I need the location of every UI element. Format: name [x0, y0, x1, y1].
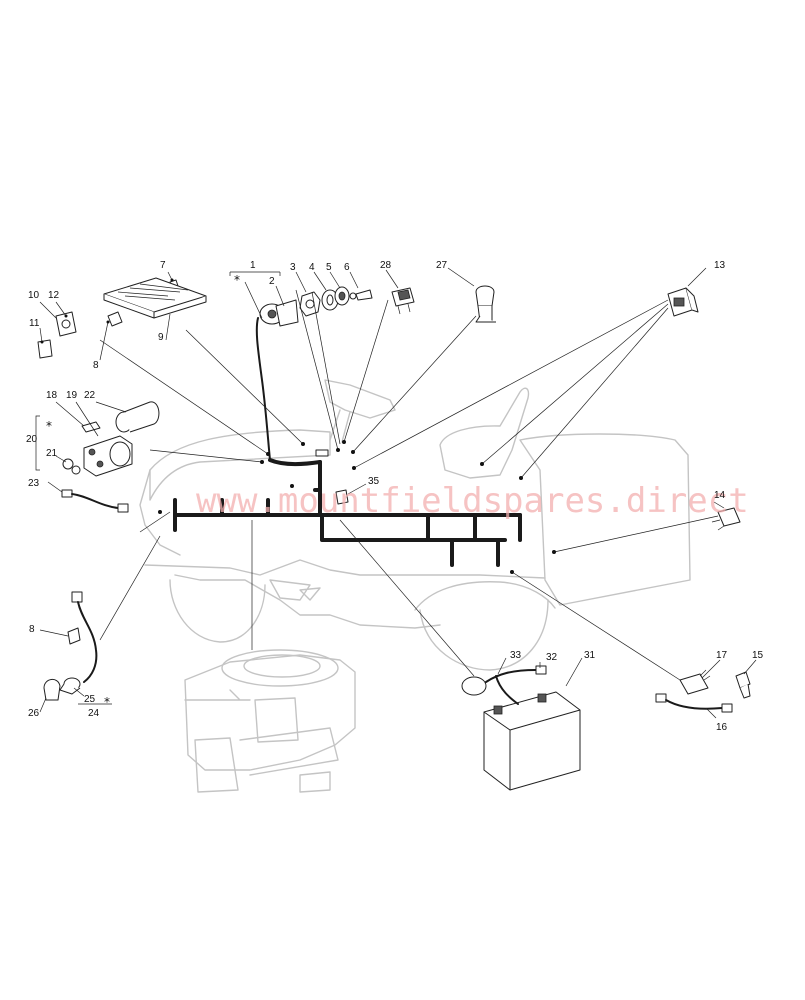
callout-2: 2	[269, 276, 275, 287]
callout-32: 32	[546, 652, 558, 663]
key-icon	[349, 289, 373, 301]
solenoid-bolt-icon	[81, 421, 101, 433]
callout-12: 12	[48, 290, 60, 301]
lamp-cable-icon	[71, 591, 98, 683]
callout-17: 17	[716, 650, 728, 661]
callout-5: 5	[326, 262, 332, 273]
callout-18: 18	[46, 390, 58, 401]
leader-lines	[35, 267, 757, 719]
cable-16-icon	[655, 693, 733, 713]
solenoid-nut-icon	[62, 458, 81, 475]
callout-11: 11	[29, 318, 40, 329]
ignition-switch-icon	[259, 299, 299, 327]
front-bumper-outline	[139, 469, 181, 556]
ring-icon	[334, 286, 350, 306]
fuse-box-icon	[103, 277, 207, 319]
callout-19: 19	[66, 390, 78, 401]
callout-27: 27	[436, 260, 448, 271]
asterisk-mark: *	[104, 695, 110, 709]
callout-28: 28	[380, 260, 392, 271]
callout-22: 22	[84, 390, 96, 401]
steering-wheel-outline	[324, 379, 396, 419]
asterisk-mark: *	[234, 273, 240, 287]
solenoid-icon	[83, 435, 133, 477]
callout-9: 9	[158, 332, 164, 343]
switch-nut-icon	[299, 291, 321, 317]
terminal-cover-icon	[115, 401, 160, 433]
chassis-lower-outline	[174, 574, 441, 629]
hood-outline	[149, 429, 331, 501]
relay-icon	[55, 311, 77, 337]
rear-fender-outline	[414, 581, 556, 611]
engine-outline	[184, 649, 356, 793]
lamp-socket-icon	[59, 677, 81, 695]
sensor-15-icon	[735, 671, 751, 699]
chassis-outline	[144, 559, 546, 579]
callout-4: 4	[309, 262, 315, 273]
washer-icon	[321, 289, 339, 311]
front-wheel-outline	[169, 579, 266, 643]
safety-switch-14-icon	[711, 507, 741, 531]
control-module-icon	[679, 669, 711, 695]
callout-7: 7	[160, 260, 166, 271]
main-wiring-harness	[173, 317, 522, 567]
ignition-switch-cable	[255, 317, 271, 461]
fuse-icon	[107, 311, 123, 327]
callout-1: 1	[250, 260, 256, 271]
mower-deck-outline	[269, 579, 321, 601]
battery-icon	[483, 691, 581, 791]
callout-10: 10	[28, 290, 40, 301]
steering-column-outline	[329, 409, 351, 443]
callout-35: 35	[368, 476, 380, 487]
connection-points	[40, 278, 556, 574]
callout-21: 21	[46, 448, 58, 459]
safety-switch-13-icon	[667, 287, 699, 317]
callout-26: 26	[28, 708, 40, 719]
callout-8: 8	[93, 360, 99, 371]
callout-23: 23	[28, 478, 40, 489]
bulb-icon	[43, 679, 61, 701]
rear-body-outline	[519, 433, 691, 606]
callout-25: 25	[84, 694, 96, 705]
callout-8: 8	[29, 624, 35, 635]
seat-switch-icon	[475, 285, 496, 323]
callout-3: 3	[290, 262, 296, 273]
watermark-text: www.mountfieldspares.direct	[196, 481, 749, 521]
callout-24: 24	[88, 708, 100, 719]
callout-20: 20	[26, 434, 38, 445]
callout-15: 15	[752, 650, 764, 661]
relay-socket-icon	[37, 339, 53, 359]
asterisk-mark: *	[46, 419, 52, 433]
tractor-outline	[139, 379, 691, 671]
connector-35-icon	[335, 489, 349, 505]
part-callouts: 1 2 3 4 5 6 7 8 8 9 10 11 12 13 14 15 16…	[26, 260, 764, 733]
seat-outline	[439, 387, 530, 479]
callout-13: 13	[714, 260, 726, 271]
callout-31: 31	[584, 650, 596, 661]
battery-cable-icon	[461, 665, 547, 705]
callout-14: 14	[714, 490, 726, 501]
callout-6: 6	[344, 262, 350, 273]
rocker-switch-icon	[391, 287, 415, 315]
harness-connector	[315, 449, 329, 457]
rear-wheel-outline	[419, 599, 549, 671]
callout-33: 33	[510, 650, 522, 661]
cable-23-icon	[61, 489, 129, 513]
bulb-holder-icon	[67, 627, 81, 645]
callout-16: 16	[716, 722, 728, 733]
